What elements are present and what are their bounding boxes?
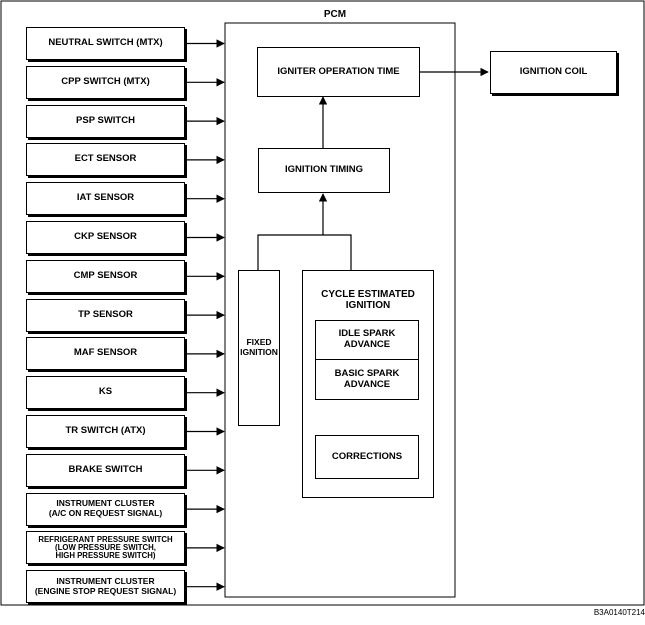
input-cpp-switch-box: CPP SWITCH (MTX) <box>26 65 185 99</box>
input-brake-switch-box: BRAKE SWITCH <box>26 453 185 487</box>
input-instrument-cluster-ac-box: INSTRUMENT CLUSTER (A/C ON REQUEST SIGNA… <box>26 492 185 526</box>
cycle-estimated-ignition-label: CYCLE ESTIMATED IGNITION <box>321 289 415 311</box>
ignition-timing-box: IGNITION TIMING <box>258 148 390 193</box>
input-psp-switch-box: PSP SWITCH <box>26 104 185 138</box>
input-instrument-cluster-engine-stop-box: INSTRUMENT CLUSTER (ENGINE STOP REQUEST … <box>26 570 185 604</box>
corrections-box: CORRECTIONS <box>315 435 419 479</box>
ignition-coil-box: IGNITION COIL <box>490 51 617 94</box>
input-refrigerant-pressure-switch-box: REFRIGERANT PRESSURE SWITCH (LOW PRESSUR… <box>26 531 185 565</box>
input-maf-sensor-box: MAF SENSOR <box>26 337 185 371</box>
pcm-title: PCM <box>323 9 347 20</box>
input-tr-switch-box: TR SWITCH (ATX) <box>26 415 185 448</box>
input-ect-sensor-box: ECT SENSOR <box>26 143 185 177</box>
input-cmp-sensor-box: CMP SENSOR <box>26 259 185 293</box>
input-ks-box: KS <box>26 376 185 410</box>
input-tp-sensor-box: TP SENSOR <box>26 298 185 332</box>
input-ckp-sensor-box: CKP SENSOR <box>26 221 185 254</box>
input-neutral-switch-box: NEUTRAL SWITCH (MTX) <box>26 27 185 60</box>
input-iat-sensor-box: IAT SENSOR <box>26 182 185 216</box>
basic-spark-advance-box: BASIC SPARK ADVANCE <box>315 359 419 400</box>
idle-spark-advance-box: IDLE SPARK ADVANCE <box>315 320 419 360</box>
igniter-operation-time-box: IGNITER OPERATION TIME <box>257 47 420 97</box>
fixed-ignition-box: FIXED IGNITION <box>238 270 280 426</box>
figure-code: B3A0140T214 <box>593 608 645 617</box>
